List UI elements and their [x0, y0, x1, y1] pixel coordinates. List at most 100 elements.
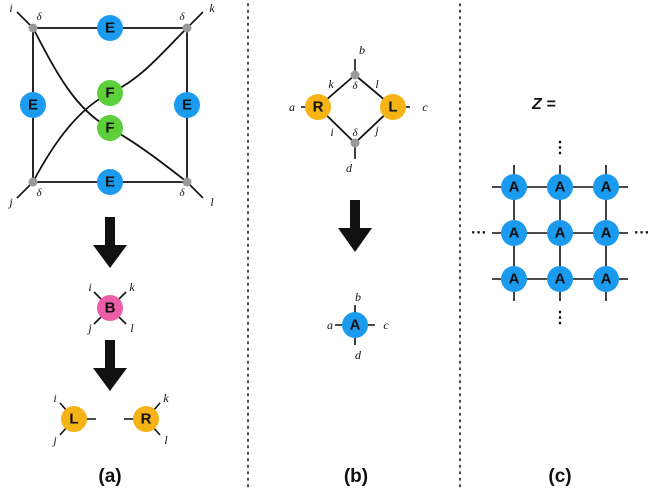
grid-node-a-label-2-2: A: [601, 271, 612, 288]
panel-c: Z = A A A A A A A A A ⋮ ⋮ ··· ··· (c): [471, 96, 650, 487]
node-f-upper-label: F: [105, 85, 114, 102]
diamond-network: R L b a c d k l i j δ δ: [289, 43, 428, 175]
grid-node-a-0-2: [593, 174, 619, 200]
b-index-i: i: [88, 280, 91, 294]
a-index-b: b: [355, 290, 361, 304]
vertex-top: [350, 70, 360, 80]
b-tensor: B i k j l: [86, 280, 135, 335]
a-index-d: d: [355, 348, 362, 362]
node-b-label: B: [105, 300, 116, 317]
down-arrow-1: [93, 217, 127, 268]
grid-node-a-label-1-0: A: [509, 225, 520, 242]
grid-node-a-1-0: [501, 220, 527, 246]
a-index-c: c: [383, 318, 389, 332]
node-a-single: [342, 312, 368, 338]
delta-tr: δ: [179, 11, 185, 23]
index-k-inner: k: [328, 77, 334, 91]
grid-node-a-2-1: [547, 266, 573, 292]
index-j: j: [7, 195, 13, 209]
node-f-upper: [97, 80, 123, 106]
ellipsis-bottom: ⋮: [552, 310, 568, 327]
z-equals-label: Z =: [531, 96, 556, 113]
vertex-br: [182, 177, 192, 187]
vertex-tl: [28, 23, 38, 33]
delta-bl: δ: [36, 187, 42, 199]
panel-b-label: (b): [344, 466, 368, 487]
grid-node-a-2-2: [593, 266, 619, 292]
b-index-j: j: [86, 321, 92, 335]
node-l-label: L: [69, 411, 78, 428]
grid-node-a-label-1-2: A: [601, 225, 612, 242]
node-r-label: R: [141, 411, 152, 428]
r-index-k: k: [163, 391, 169, 405]
delta-bottom: δ: [352, 127, 358, 139]
delta-top: δ: [352, 80, 358, 92]
node-e-bottom: [97, 169, 123, 195]
grid-node-a-label-0-1: A: [555, 179, 566, 196]
panel-a: i k j l δ δ δ δ E E E E F F: [7, 1, 215, 487]
b-index-k: k: [129, 280, 135, 294]
node-e-top-label: E: [105, 20, 115, 37]
node-f-lower: [97, 115, 123, 141]
panel-a-label: (a): [98, 466, 121, 487]
vertex-bl: [28, 177, 38, 187]
r-index-l: l: [164, 433, 168, 447]
l-index-i: i: [53, 391, 56, 405]
index-d: d: [346, 161, 353, 175]
grid-node-a-1-2: [593, 220, 619, 246]
node-r: [133, 406, 159, 432]
grid-node-a-1-1: [547, 220, 573, 246]
index-l-inner: l: [375, 77, 379, 91]
l-tensor: L i j: [51, 391, 96, 447]
node-e-right-label: E: [182, 97, 192, 114]
node-l: [61, 406, 87, 432]
vertex-tr: [182, 23, 192, 33]
node-r-diamond-label: R: [313, 99, 324, 116]
a-tensor-grid: A A A A A A A A A: [492, 165, 628, 301]
node-b: [97, 295, 123, 321]
node-f-lower-label: F: [105, 120, 114, 137]
index-k: k: [209, 1, 215, 15]
node-l-diamond: [380, 94, 406, 120]
node-r-diamond: [305, 94, 331, 120]
grid-node-a-label-0-2: A: [601, 179, 612, 196]
node-e-bottom-label: E: [105, 174, 115, 191]
grid-node-a-label-0-0: A: [509, 179, 520, 196]
index-j-inner: j: [373, 123, 379, 137]
ellipsis-top: ⋮: [552, 140, 568, 157]
panel-c-label: (c): [548, 466, 571, 487]
index-l: l: [210, 195, 214, 209]
b-index-l: l: [130, 321, 134, 335]
panel-b: R L b a c d k l i j δ δ A b a c: [289, 43, 428, 487]
node-e-right: [174, 92, 200, 118]
grid-node-a-2-0: [501, 266, 527, 292]
delta-br: δ: [179, 187, 185, 199]
node-l-diamond-label: L: [388, 99, 397, 116]
node-e-left-label: E: [28, 97, 38, 114]
ellipsis-left: ···: [471, 225, 487, 242]
index-i-inner: i: [330, 125, 333, 139]
r-tensor: R k l: [124, 391, 169, 447]
l-index-j: j: [51, 433, 57, 447]
node-e-left: [20, 92, 46, 118]
grid-node-a-0-1: [547, 174, 573, 200]
grid-node-a-label-2-0: A: [509, 271, 520, 288]
grid-node-a-label-2-1: A: [555, 271, 566, 288]
vertex-bottom: [350, 138, 360, 148]
node-a-single-label: A: [350, 317, 361, 334]
delta-tl: δ: [36, 11, 42, 23]
index-a: a: [289, 100, 295, 114]
node-e-top: [97, 15, 123, 41]
index-i: i: [9, 1, 12, 15]
a-index-a: a: [327, 318, 333, 332]
down-arrow-2: [93, 340, 127, 391]
ellipsis-right: ···: [634, 225, 650, 242]
index-c: c: [422, 100, 428, 114]
down-arrow-b: [338, 200, 372, 252]
grid-node-a-0-0: [501, 174, 527, 200]
square-network: i k j l δ δ δ δ E E E E F F: [7, 1, 215, 209]
grid-node-a-label-1-1: A: [555, 225, 566, 242]
index-b: b: [359, 43, 365, 57]
a-tensor: A b a c d: [327, 290, 389, 362]
